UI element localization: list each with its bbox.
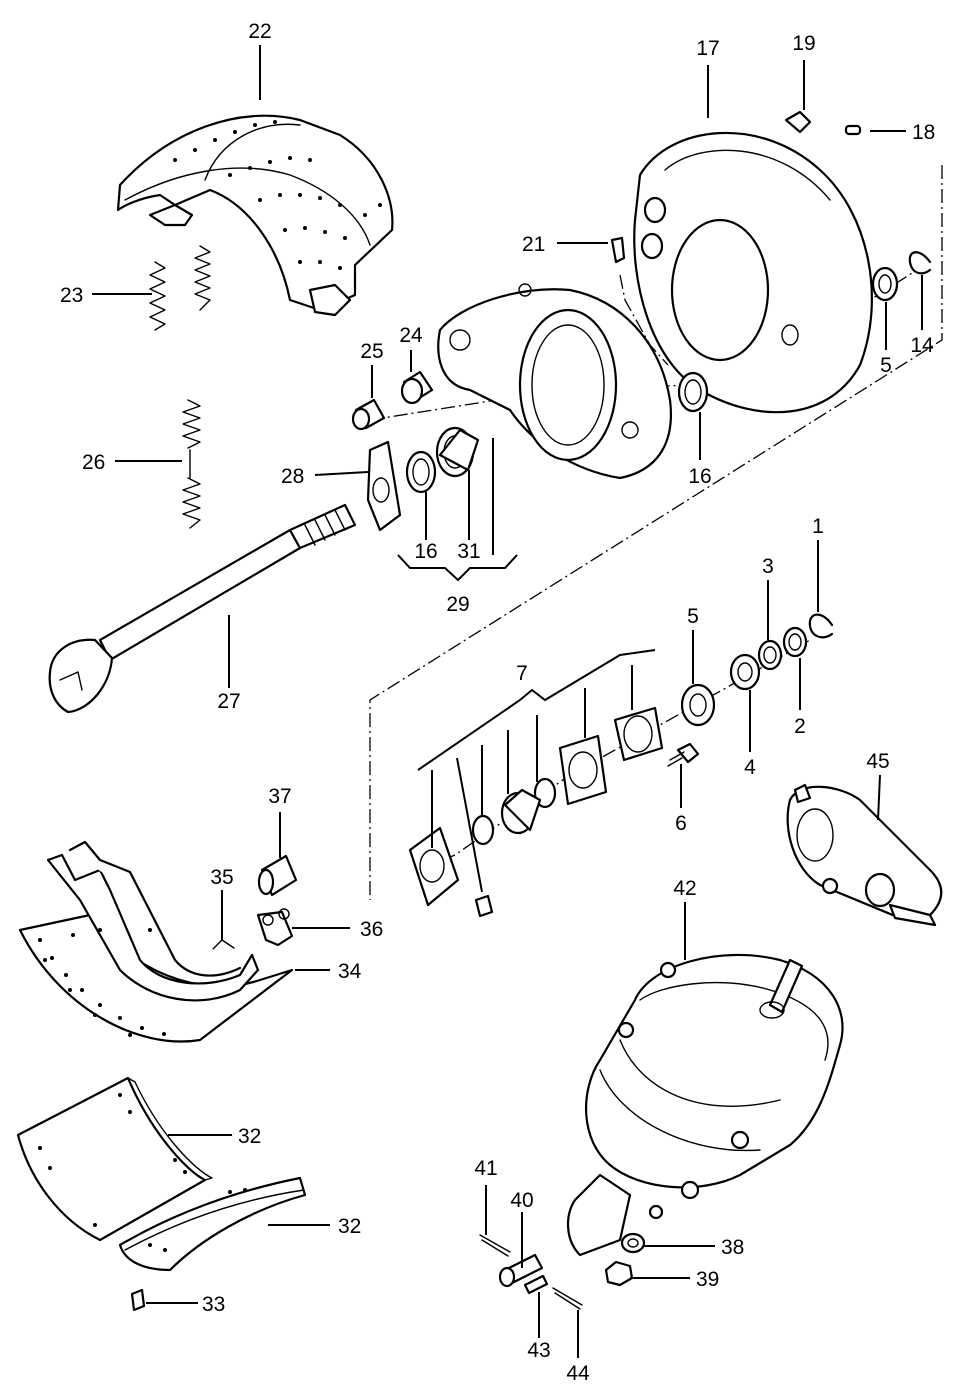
part-16-31-bushing-seals [405, 426, 480, 494]
part-44-cotter-pin [552, 1287, 583, 1310]
part-41-cotter-pin [479, 1234, 511, 1257]
callout-labels: 22 17 19 18 21 23 25 24 26 28 27 16 31 2… [60, 20, 935, 1385]
leader-lines [92, 45, 923, 1358]
label-38: 38 [721, 1236, 744, 1259]
label-34: 34 [338, 960, 362, 983]
part-4-washer [729, 653, 761, 691]
label-28: 28 [281, 465, 304, 488]
label-29: 29 [446, 593, 469, 616]
part-1-circlip [808, 613, 834, 639]
part-43-pin [523, 1274, 549, 1295]
label-40: 40 [510, 1189, 533, 1212]
label-22: 22 [248, 20, 271, 43]
label-5-top: 5 [880, 354, 892, 377]
label-24: 24 [399, 324, 423, 347]
label-2: 2 [794, 715, 806, 738]
label-35: 35 [210, 866, 233, 889]
part-37-bushing [257, 854, 298, 897]
part-3-2-washers [757, 626, 808, 671]
part-27-camshaft [48, 503, 357, 714]
part-18-plug [844, 124, 862, 136]
part-26-anchor-spring [182, 399, 201, 529]
part-39-nut [604, 1260, 634, 1287]
part-23-return-springs [149, 245, 211, 331]
part-32-brake-lining-lower [118, 1176, 307, 1272]
label-3: 3 [762, 555, 774, 578]
label-43: 43 [527, 1339, 550, 1362]
part-32-brake-lining-upper [16, 1076, 213, 1242]
part-24-25-bushings [351, 370, 434, 431]
part-5-washer-top [871, 266, 899, 302]
part-22-brake-shoe [116, 114, 394, 317]
label-19: 19 [792, 32, 815, 55]
label-18: 18 [912, 121, 935, 144]
part-33-screw [130, 1288, 146, 1312]
label-14: 14 [910, 334, 934, 357]
label-41: 41 [474, 1157, 497, 1180]
label-1: 1 [812, 515, 824, 538]
part-17-dust-shield [633, 131, 873, 414]
label-26: 26 [82, 451, 105, 474]
part-38-washer [620, 1232, 646, 1254]
label-23: 23 [60, 284, 83, 307]
part-36-bracket [256, 908, 294, 947]
label-32-lower: 32 [338, 1215, 361, 1238]
label-6: 6 [675, 812, 687, 835]
label-16-left: 16 [414, 540, 437, 563]
label-37: 37 [268, 785, 291, 808]
label-7: 7 [516, 662, 528, 685]
part-14-circlip [908, 251, 932, 275]
label-31: 31 [457, 540, 480, 563]
label-36: 36 [360, 918, 383, 941]
label-25: 25 [360, 340, 383, 363]
label-45: 45 [866, 750, 889, 773]
label-27: 27 [217, 690, 240, 713]
part-7-bearing-kit [408, 706, 664, 918]
part-16-washer-right [677, 371, 709, 413]
label-5-mid: 5 [687, 605, 699, 628]
label-32-upper: 32 [238, 1125, 261, 1148]
part-21-fitting [610, 236, 626, 264]
label-42: 42 [673, 877, 696, 900]
label-16-right: 16 [688, 465, 711, 488]
part-42-brake-chamber [566, 953, 844, 1257]
part-brake-spider [437, 283, 672, 480]
part-40-clevis-pin [498, 1253, 544, 1288]
part-5-washer-mid [680, 683, 716, 727]
part-28-cam-plate [366, 440, 402, 532]
part-45-slack-adjuster [786, 783, 943, 927]
label-39: 39 [696, 1268, 719, 1291]
label-33: 33 [202, 1293, 225, 1316]
part-6-bolt [667, 742, 700, 767]
part-19-bolt [784, 110, 812, 134]
label-21: 21 [522, 233, 545, 256]
label-4: 4 [744, 756, 756, 779]
part-34-brake-shoe [18, 840, 294, 1043]
label-44: 44 [566, 1362, 590, 1385]
label-17: 17 [696, 37, 719, 60]
